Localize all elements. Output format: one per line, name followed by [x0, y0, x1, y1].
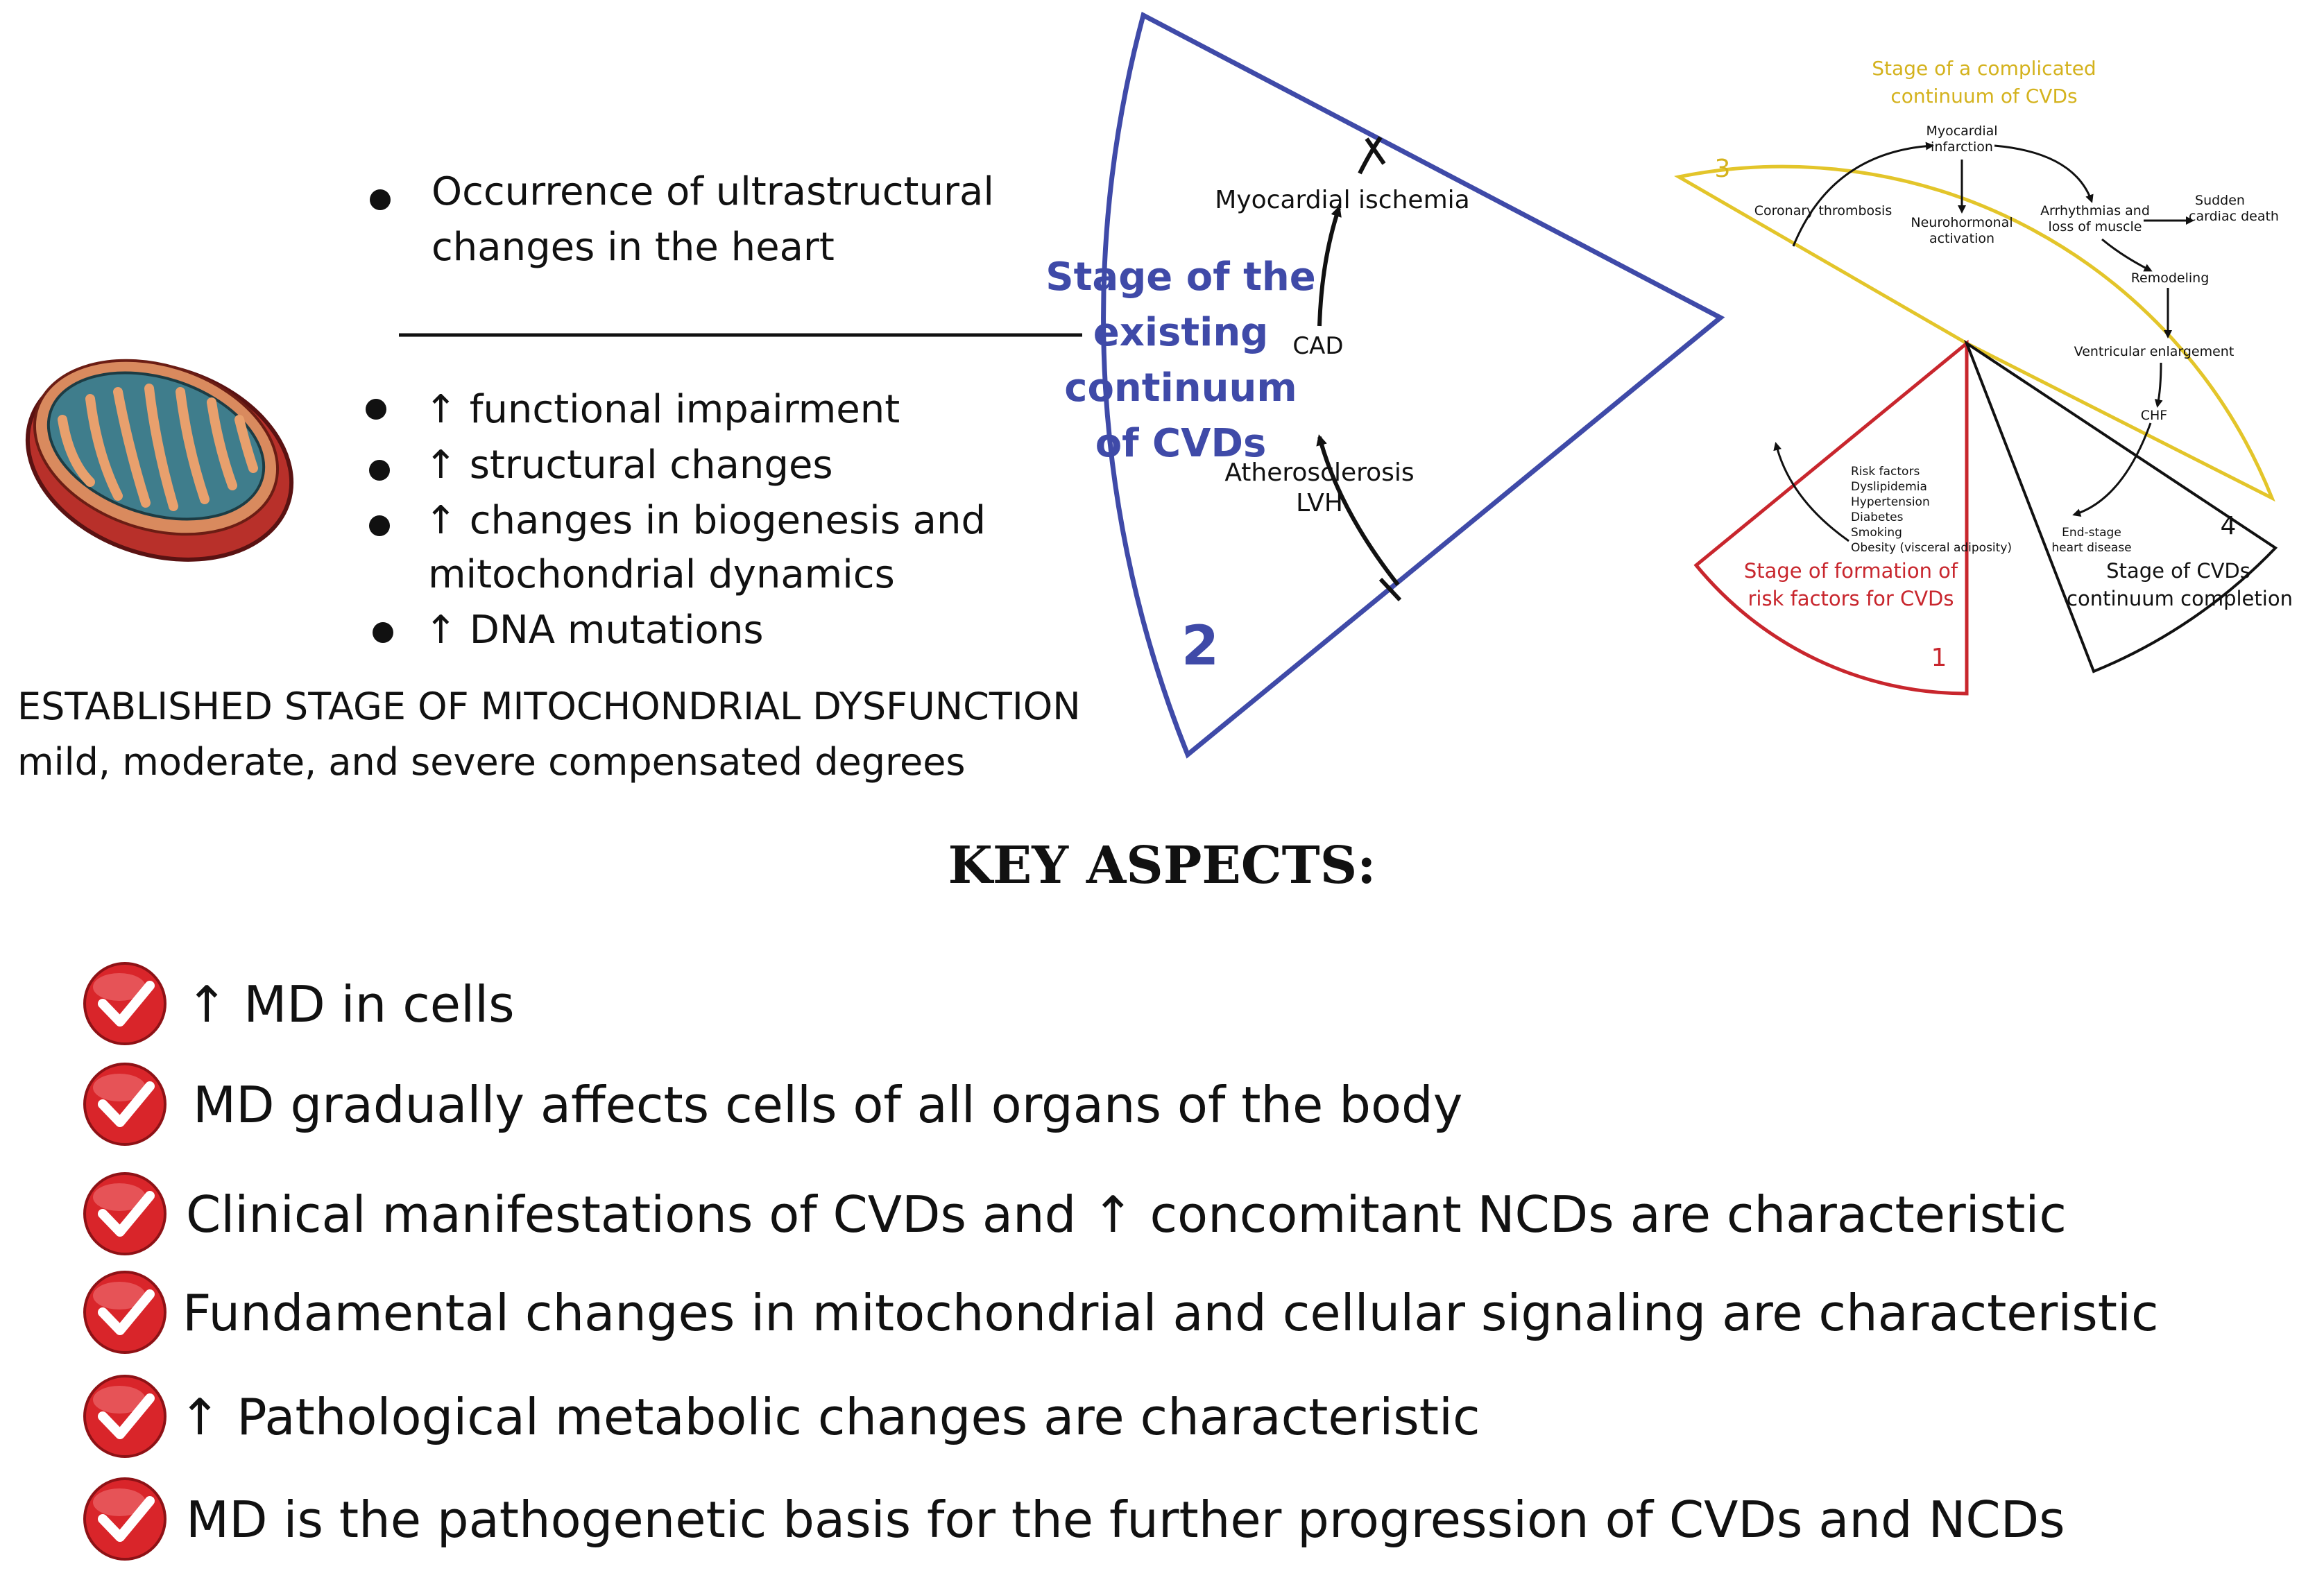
bullet-dot	[373, 622, 393, 643]
check-icon	[83, 1063, 166, 1146]
stage2-title-line3: continuum	[1064, 366, 1297, 411]
stage2-title-line1: Stage of the	[1045, 255, 1315, 300]
key-aspect-text: ↑ MD in cells	[186, 975, 515, 1033]
bullet-biogenesis: ↑ changes in biogenesis and	[425, 498, 986, 543]
risk-factor: Hypertension	[1851, 495, 1930, 509]
check-icon	[83, 962, 166, 1045]
stage2-step-ischemia: Myocardial ischemia	[1215, 186, 1469, 214]
risk-factor: Obesity (visceral adiposity)	[1851, 541, 2012, 555]
stage3-number: 3	[1715, 155, 1731, 183]
check-icon	[83, 1375, 166, 1458]
key-aspect-text: ↑ Pathological metabolic changes are cha…	[179, 1388, 1480, 1446]
stage4-title-line1: Stage of CVDs	[2106, 559, 2250, 583]
stage2-step-cad: CAD	[1292, 332, 1343, 360]
cvd-continuum-diagram: Myocardial ischemia CAD Atherosclerosis …	[399, 11, 2293, 759]
ultrastructural-changes-line2: changes in the heart	[432, 225, 835, 270]
stage1-title-line2: risk factors for CVDs	[1748, 587, 1954, 610]
node-neurohormonal-2: activation	[1929, 231, 1994, 246]
stage2-title-line2: existing	[1093, 310, 1269, 355]
stage3-sector	[1674, 164, 2275, 502]
bullet-dna-mutations: ↑ DNA mutations	[425, 608, 764, 653]
stage2-tick	[1378, 577, 1402, 602]
end-stage-2: heart disease	[2051, 541, 2131, 555]
stage4-title-line2: continuum completion	[2067, 587, 2293, 610]
stage1-number: 1	[1931, 644, 1947, 672]
stage2-flow-arc	[1317, 205, 1342, 327]
stage2-flow-arc	[1316, 434, 1400, 586]
check-icon	[83, 1271, 166, 1354]
node-sudden-1: Sudden	[2195, 193, 2245, 208]
node-ventricular: Ventricular enlargement	[2074, 344, 2235, 359]
stage4-sector	[1963, 339, 2278, 673]
stage2-number: 2	[1181, 615, 1219, 678]
flow-arrow	[1773, 442, 1849, 542]
key-aspect-text: MD is the pathogenetic basis for the fur…	[186, 1491, 2065, 1549]
flow-arrow	[1792, 141, 1934, 247]
flow-arrow	[2072, 422, 2152, 517]
risk-factor: Smoking	[1851, 526, 1902, 540]
key-aspect-text: Fundamental changes in mitochondrial and…	[182, 1284, 2159, 1342]
stage4-number: 4	[2221, 512, 2237, 540]
risk-factor: Dyslipidemia	[1851, 480, 1927, 494]
bullet-dot	[369, 515, 390, 536]
end-stage-1: End-stage	[2062, 526, 2121, 540]
bullet-dot	[370, 189, 391, 210]
risk-factor-list: Risk factors Dyslipidemia Hypertension D…	[1851, 465, 2012, 555]
stage2-tick	[1365, 137, 1386, 165]
node-myocardial-infarction-1: Myocardial	[1926, 123, 1997, 139]
stage2-step-lvh: LVH	[1296, 489, 1343, 517]
stage1-title-line1: Stage of formation of	[1744, 559, 1958, 583]
flow-arrow	[2101, 238, 2153, 272]
risk-factor: Risk factors	[1851, 465, 1920, 479]
bullet-functional-impairment: ↑ functional impairment	[425, 387, 900, 432]
key-aspect-text: Clinical manifestations of CVDs and ↑ co…	[186, 1185, 2067, 1244]
check-icon	[83, 1172, 166, 1255]
node-remodeling: Remodeling	[2131, 271, 2210, 286]
stage3-title-line1: Stage of a complicated	[1872, 57, 2096, 80]
node-sudden-2: cardiac death	[2189, 209, 2279, 224]
flow-arrow	[2154, 362, 2163, 408]
node-arrhythmias-1: Arrhythmias and	[2040, 203, 2150, 218]
ultrastructural-changes-line1: Occurrence of ultrastructural	[432, 169, 994, 214]
node-arrhythmias-2: loss of muscle	[2049, 219, 2142, 234]
node-chf: CHF	[2141, 408, 2167, 423]
stage1-sector	[1693, 339, 1969, 696]
bullet-dot	[369, 460, 390, 481]
flow-arrow	[1994, 144, 2094, 203]
mitochondrion-icon	[25, 359, 294, 562]
bullet-biogenesis-cont: mitochondrial dynamics	[428, 552, 895, 597]
established-stage-title: ESTABLISHED STAGE OF MITOCHONDRIAL DYSFU…	[17, 685, 1081, 728]
stage2-sector	[1101, 11, 1725, 759]
stage3-title-line2: continuum of CVDs	[1890, 85, 2077, 108]
risk-factor: Diabetes	[1851, 510, 1904, 524]
established-stage-subtitle: mild, moderate, and severe compensated d…	[17, 740, 966, 784]
bullet-dot	[366, 399, 386, 420]
stage2-step-atherosclerosis: Atherosclerosis	[1224, 458, 1414, 487]
node-coronary-thrombosis: Coronary thrombosis	[1754, 203, 1892, 218]
stage2-title-line4: of CVDs	[1095, 421, 1267, 466]
check-icon	[83, 1477, 166, 1561]
node-myocardial-infarction-2: infarction	[1931, 139, 1993, 155]
node-neurohormonal-1: Neurohormonal	[1911, 215, 2013, 230]
stage2-flow-arc	[1358, 136, 1383, 175]
bullet-structural-changes: ↑ structural changes	[425, 443, 833, 488]
key-aspect-text: MD gradually affects cells of all organs…	[193, 1076, 1463, 1134]
key-aspects-title: KEY ASPECTS:	[948, 836, 1376, 895]
